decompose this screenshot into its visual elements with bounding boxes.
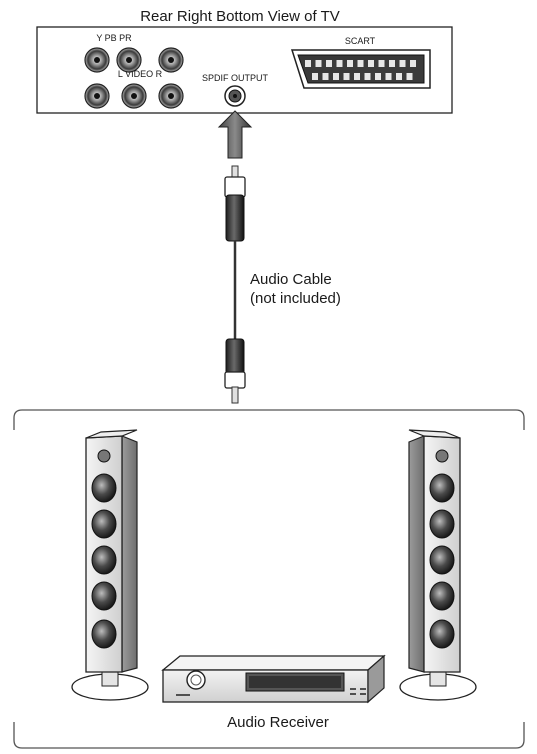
- component-jack-y: [84, 47, 110, 73]
- right-tower-speaker: [399, 429, 477, 701]
- audio-cable-label: Audio Cable: [250, 271, 332, 288]
- av-input-label: L VIDEO R: [118, 69, 163, 79]
- scart-connector: [290, 49, 431, 89]
- receiver-group-bracket-bottom: [13, 722, 525, 749]
- spdif-output-label: SPDIF OUTPUT: [202, 73, 269, 83]
- tv-panel-title: Rear Right Bottom View of TV: [140, 8, 340, 25]
- audio-receiver-label: Audio Receiver: [227, 714, 329, 731]
- video-jack: [121, 83, 147, 109]
- audio-left-jack: [84, 83, 110, 109]
- connection-arrow: [217, 110, 253, 159]
- rca-plug-top: [224, 165, 246, 242]
- spdif-output-jack: [224, 85, 246, 107]
- audio-cable-note: (not included): [250, 290, 341, 307]
- audio-right-jack: [158, 83, 184, 109]
- audio-receiver-device: [161, 654, 386, 704]
- rca-plug-bottom: [224, 338, 246, 404]
- receiver-group-bracket: [13, 409, 525, 430]
- left-tower-speaker: [71, 429, 149, 701]
- component-jack-pb: [116, 47, 142, 73]
- scart-label: SCART: [345, 36, 376, 46]
- component-jack-pr: [158, 47, 184, 73]
- component-video-label: Y PB PR: [96, 33, 132, 43]
